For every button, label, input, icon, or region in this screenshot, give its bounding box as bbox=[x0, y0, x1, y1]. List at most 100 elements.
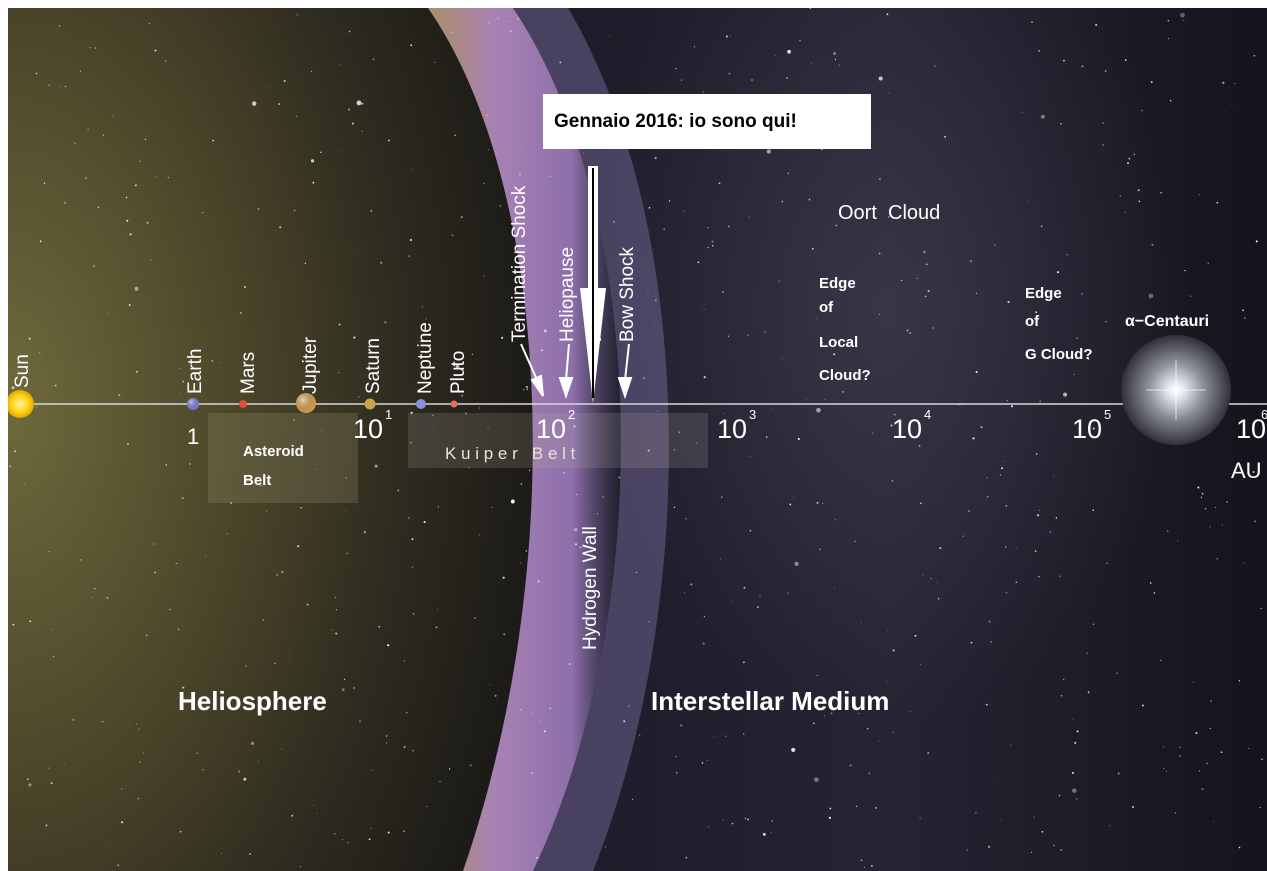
star bbox=[1128, 157, 1131, 160]
star bbox=[1040, 114, 1045, 119]
star bbox=[833, 587, 835, 588]
star bbox=[469, 764, 472, 767]
star bbox=[165, 464, 168, 466]
star bbox=[1076, 337, 1078, 340]
star bbox=[654, 299, 657, 302]
star bbox=[1037, 514, 1040, 517]
star bbox=[293, 209, 296, 212]
star bbox=[743, 586, 746, 589]
star bbox=[85, 177, 87, 179]
star bbox=[860, 621, 862, 623]
star bbox=[988, 845, 991, 848]
star bbox=[1177, 540, 1179, 542]
star bbox=[693, 46, 696, 48]
star bbox=[1056, 271, 1060, 274]
star bbox=[690, 583, 693, 586]
star bbox=[348, 30, 351, 33]
star bbox=[706, 759, 708, 761]
star bbox=[1105, 320, 1107, 323]
star bbox=[702, 91, 704, 93]
star bbox=[112, 115, 114, 117]
star bbox=[1075, 798, 1078, 800]
star bbox=[1033, 816, 1035, 819]
star bbox=[179, 393, 181, 395]
star bbox=[58, 87, 60, 89]
star bbox=[653, 248, 655, 250]
star bbox=[102, 134, 105, 136]
oort-haze bbox=[588, 8, 1188, 728]
local-cloud-label-line4: Cloud? bbox=[819, 367, 871, 384]
star bbox=[613, 221, 615, 223]
star bbox=[310, 159, 315, 163]
solar-system-diagram: Sun Earth Mars Jupiter Saturn Neptune Pl… bbox=[8, 8, 1267, 871]
star bbox=[1041, 830, 1044, 833]
star bbox=[483, 182, 486, 185]
star bbox=[868, 695, 871, 698]
star bbox=[426, 805, 428, 808]
star bbox=[656, 410, 659, 412]
star bbox=[1151, 243, 1154, 246]
star bbox=[502, 576, 505, 579]
star bbox=[886, 629, 888, 631]
star bbox=[860, 859, 863, 862]
star bbox=[182, 686, 185, 689]
star bbox=[1209, 526, 1211, 528]
star bbox=[1102, 144, 1105, 146]
star bbox=[357, 250, 359, 252]
star bbox=[488, 21, 490, 24]
star bbox=[766, 149, 771, 154]
star bbox=[643, 377, 646, 380]
star bbox=[920, 502, 922, 504]
star bbox=[169, 608, 171, 611]
star bbox=[314, 468, 316, 470]
star bbox=[94, 588, 96, 590]
star bbox=[1200, 496, 1203, 498]
star bbox=[278, 103, 281, 106]
star bbox=[152, 543, 155, 545]
star bbox=[822, 502, 824, 504]
star bbox=[144, 138, 147, 141]
star bbox=[425, 351, 427, 354]
star bbox=[525, 550, 527, 552]
star bbox=[823, 715, 826, 717]
star bbox=[1053, 844, 1055, 847]
star bbox=[842, 391, 845, 393]
star bbox=[627, 705, 630, 707]
tick-label-10-1-exp: 1 bbox=[385, 407, 392, 422]
star bbox=[972, 437, 975, 440]
earth-label: Earth bbox=[185, 349, 206, 394]
star bbox=[994, 244, 996, 246]
star bbox=[782, 357, 784, 359]
star bbox=[1216, 201, 1219, 204]
star bbox=[530, 713, 532, 715]
star bbox=[1220, 751, 1223, 754]
star bbox=[747, 818, 750, 821]
star bbox=[338, 323, 341, 326]
tick-label-10-5-base: 10 bbox=[1072, 414, 1102, 444]
star bbox=[1000, 818, 1002, 820]
star bbox=[871, 865, 873, 867]
star bbox=[432, 414, 434, 416]
star bbox=[1088, 691, 1090, 693]
star bbox=[771, 820, 774, 822]
star bbox=[229, 337, 231, 339]
star bbox=[927, 290, 930, 292]
star bbox=[295, 115, 298, 118]
star bbox=[106, 596, 109, 599]
star bbox=[351, 122, 354, 125]
star bbox=[246, 453, 248, 455]
star bbox=[1148, 293, 1154, 299]
star bbox=[1109, 825, 1111, 827]
star bbox=[1010, 744, 1012, 746]
star bbox=[412, 168, 413, 170]
star bbox=[1226, 501, 1228, 503]
star bbox=[1160, 191, 1163, 194]
star bbox=[1160, 659, 1162, 662]
star bbox=[673, 506, 676, 509]
star bbox=[1189, 295, 1192, 297]
star bbox=[597, 513, 599, 515]
star bbox=[425, 318, 427, 320]
star bbox=[886, 681, 888, 683]
star bbox=[1035, 453, 1038, 455]
star bbox=[58, 25, 61, 27]
